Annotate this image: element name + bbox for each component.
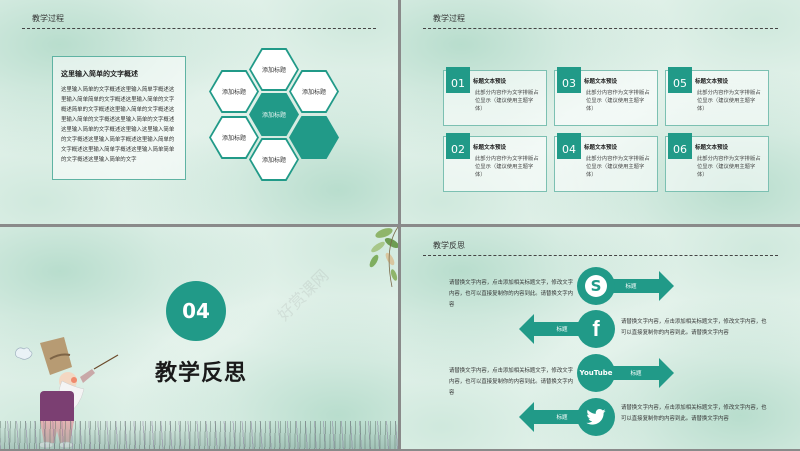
hexagon-upper-right[interactable]: 添加标题: [289, 70, 339, 113]
leaves-decoration-icon: [369, 227, 398, 287]
row-text: 请替换文字内容，点击添加相关标题文字，修改文字内容，也可以直接复制你的内容到此。…: [621, 319, 767, 336]
hexagon-label: 添加标题: [251, 50, 297, 89]
dotted-divider: [423, 255, 778, 256]
section-title-large: 教学反思: [154, 361, 247, 386]
hexagon-label: 添加标题: [211, 118, 257, 157]
card-number: 02: [446, 133, 470, 159]
section-number-badge: 04: [166, 281, 226, 341]
slide-section-04[interactable]: 好赏课网 04 教学反思: [0, 227, 398, 449]
hexagon-lower-right-filled[interactable]: [289, 116, 339, 159]
arrow-left-icon: [519, 402, 534, 432]
arrow-right-icon: [659, 358, 674, 388]
row-text: 请替换文字内容，点击添加相关标题文字，修改文字内容，也可以直接复制你的内容到此。…: [449, 280, 573, 308]
hexagon-center[interactable]: 添加标题: [249, 93, 299, 136]
card-number: 05: [668, 67, 692, 93]
card-title: 标题文本预设: [584, 79, 618, 85]
card-title: 标题文本预设: [695, 145, 729, 151]
skype-icon: S: [577, 267, 615, 305]
row-label: 标题: [534, 410, 590, 424]
facebook-icon: f: [577, 310, 615, 348]
arrow-left-icon: [519, 314, 534, 344]
card-title: 标题文本预设: [695, 79, 729, 85]
grass-decoration: [0, 421, 398, 449]
hexagon-bottom[interactable]: 添加标题: [249, 138, 299, 181]
row-label: 标题: [603, 366, 659, 380]
row-text: 请替换文字内容，点击添加相关标题文字，修改文字内容，也可以直接复制你的内容到此。…: [449, 368, 573, 396]
description-box: 这里输入简单的文字概述 这里输入简单的文字概述这里输入简单字概述这里输入简单简单…: [52, 56, 186, 180]
description-title: 这里输入简单的文字概述: [61, 70, 138, 78]
card-title: 标题文本预设: [584, 145, 618, 151]
hexagon-label: 添加标题: [211, 72, 257, 111]
card-04[interactable]: 04 标题文本预设 此部分内容作为文字排版占位显示（建议使用主题字体）: [554, 133, 658, 192]
card-title: 标题文本预设: [473, 79, 507, 85]
card-title: 标题文本预设: [473, 145, 507, 151]
hexagon-label: 添加标题: [291, 72, 337, 111]
hexagon-upper-left[interactable]: 添加标题: [209, 70, 259, 113]
card-body: 此部分内容作为文字排版占位显示（建议使用主题字体）: [586, 156, 650, 178]
dotted-divider: [22, 28, 376, 29]
slide-teaching-reflection[interactable]: 教学反思 请替换文字内容，点击添加相关标题文字，修改文字内容，也可以直接复制你的…: [401, 227, 800, 449]
card-body: 此部分内容作为文字排版占位显示（建议使用主题字体）: [586, 90, 650, 112]
card-03[interactable]: 03 标题文本预设 此部分内容作为文字排版占位显示（建议使用主题字体）: [554, 67, 658, 126]
card-01[interactable]: 01 标题文本预设 此部分内容作为文字排版占位显示（建议使用主题字体）: [443, 67, 547, 126]
dotted-divider: [423, 28, 778, 29]
card-body: 此部分内容作为文字排版占位显示（建议使用主题字体）: [697, 156, 761, 178]
card-number: 04: [557, 133, 581, 159]
hexagon-lower-left[interactable]: 添加标题: [209, 116, 259, 159]
card-number: 06: [668, 133, 692, 159]
card-02[interactable]: 02 标题文本预设 此部分内容作为文字排版占位显示（建议使用主题字体）: [443, 133, 547, 192]
watermark: 好赏课网: [273, 265, 333, 325]
card-body: 此部分内容作为文字排版占位显示（建议使用主题字体）: [475, 156, 539, 178]
row-label: 标题: [534, 322, 590, 336]
card-body: 此部分内容作为文字排版占位显示（建议使用主题字体）: [475, 90, 539, 112]
description-body: 这里输入简单的文字概述这里输入简单字概述这里输入简单简单的文字概述这里输入简单的…: [61, 87, 175, 163]
card-06[interactable]: 06 标题文本预设 此部分内容作为文字排版占位显示（建议使用主题字体）: [665, 133, 769, 192]
twitter-icon: [577, 398, 615, 436]
hexagon-label: [291, 118, 337, 157]
card-05[interactable]: 05 标题文本预设 此部分内容作为文字排版占位显示（建议使用主题字体）: [665, 67, 769, 126]
hexagon-top[interactable]: 添加标题: [249, 48, 299, 91]
youtube-icon: YouTube: [577, 354, 615, 392]
card-number: 03: [557, 67, 581, 93]
card-body: 此部分内容作为文字排版占位显示（建议使用主题字体）: [697, 90, 761, 112]
slide-teaching-process-hexagons[interactable]: 教学过程 这里输入简单的文字概述 这里输入简单的文字概述这里输入简单字概述这里输…: [0, 0, 398, 224]
section-title: 教学反思: [433, 241, 465, 250]
hexagon-label: 添加标题: [251, 140, 297, 179]
card-number: 01: [446, 67, 470, 93]
section-title: 教学过程: [32, 14, 64, 23]
row-text: 请替换文字内容，点击添加相关标题文字，修改文字内容，也可以直接复制你的内容到此。…: [621, 405, 767, 422]
old-teacher-character-icon: [15, 337, 119, 449]
hexagon-label: 添加标题: [251, 95, 297, 134]
slide-teaching-process-cards[interactable]: 教学过程 01 标题文本预设 此部分内容作为文字排版占位显示（建议使用主题字体）…: [401, 0, 800, 224]
section-title: 教学过程: [433, 14, 465, 23]
arrow-right-icon: [659, 271, 674, 301]
row-label: 标题: [603, 279, 659, 293]
